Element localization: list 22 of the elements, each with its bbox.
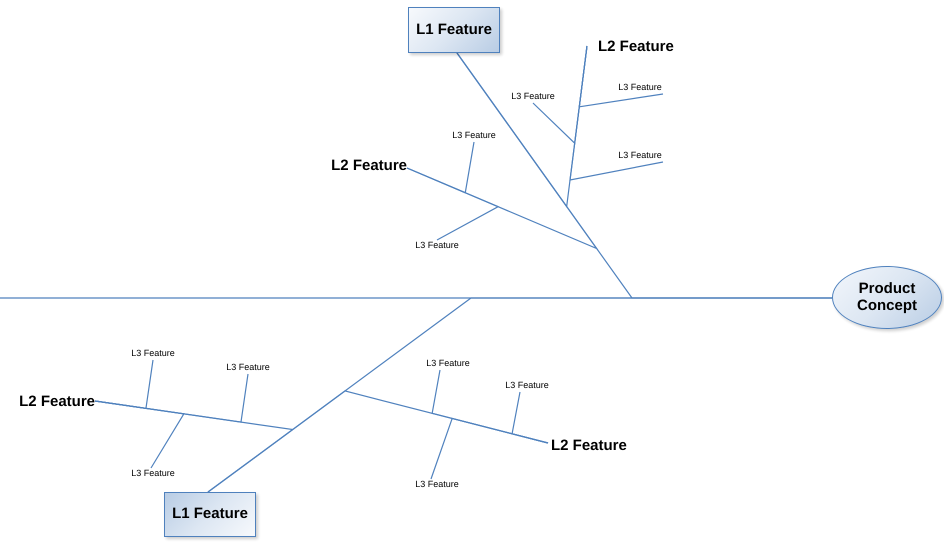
sub-feature-label: L3 Feature <box>614 82 666 94</box>
concept-ellipse: Product Concept <box>832 266 942 329</box>
sub-feature-label: L3 Feature <box>222 362 274 374</box>
feature-box: L1 Feature <box>408 7 500 53</box>
bone-line <box>430 418 548 480</box>
bone-line <box>569 46 664 181</box>
feature-box: L1 Feature <box>164 492 256 537</box>
sub-feature-label: L3 Feature <box>614 150 666 162</box>
feature-label: L2 Feature <box>548 436 634 456</box>
sub-feature-label: L3 Feature <box>411 479 463 491</box>
sub-feature-label: L3 Feature <box>127 468 179 480</box>
feature-label: L2 Feature <box>325 156 407 176</box>
sub-feature-label: L3 Feature <box>507 91 559 103</box>
sub-feature-label: L3 Feature <box>422 358 474 370</box>
sub-feature-label: L3 Feature <box>411 240 463 252</box>
feature-label: L2 Feature <box>587 37 679 57</box>
sub-feature-label: L3 Feature <box>127 348 179 360</box>
sub-feature-label: L3 Feature <box>501 380 553 392</box>
feature-label: L2 Feature <box>13 392 95 412</box>
bone-line <box>94 400 185 468</box>
bone-line <box>406 167 500 241</box>
sub-feature-label: L3 Feature <box>448 130 500 142</box>
